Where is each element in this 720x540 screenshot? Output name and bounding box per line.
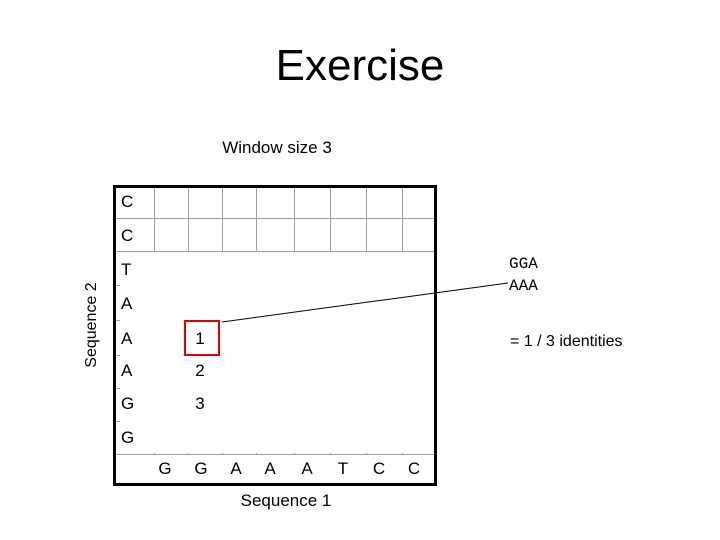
x-axis-label: Sequence 1 <box>240 491 332 510</box>
seq2-base: G <box>121 428 135 447</box>
seq1-base: G <box>194 459 208 478</box>
seq1-base: G <box>158 459 172 478</box>
seq1-base: C <box>372 459 386 478</box>
seq1-base: A <box>230 459 242 478</box>
window-segment-seq2: AAA <box>509 277 538 295</box>
seq1-base: A <box>301 459 313 478</box>
seq2-base: T <box>121 260 132 279</box>
seq1-base: A <box>264 459 276 478</box>
seq1-base: T <box>337 459 349 478</box>
grid-blank-region <box>120 252 434 453</box>
window-size-label: Window size 3 <box>222 138 332 157</box>
seq2-base: G <box>121 394 135 413</box>
seq2-base: A <box>121 294 133 313</box>
diagonal-count: 1 <box>195 329 205 348</box>
seq2-base: A <box>121 361 133 380</box>
diagonal-count: 2 <box>195 361 205 380</box>
grid-line <box>116 218 434 219</box>
grid-line <box>116 251 434 252</box>
diagonal-count: 3 <box>195 394 205 413</box>
seq2-base: C <box>121 192 134 211</box>
slide-title: Exercise <box>275 41 445 90</box>
seq1-base: C <box>407 459 421 478</box>
seq2-base: C <box>121 226 134 245</box>
grid-blank-region <box>120 455 434 483</box>
highlighted-cell <box>184 320 220 356</box>
window-segment-seq1: GGA <box>509 255 538 273</box>
dot-plot-grid <box>113 185 437 486</box>
seq2-base: A <box>121 329 133 348</box>
identity-note: = 1 / 3 identities <box>510 333 623 350</box>
grid-line <box>116 454 434 455</box>
